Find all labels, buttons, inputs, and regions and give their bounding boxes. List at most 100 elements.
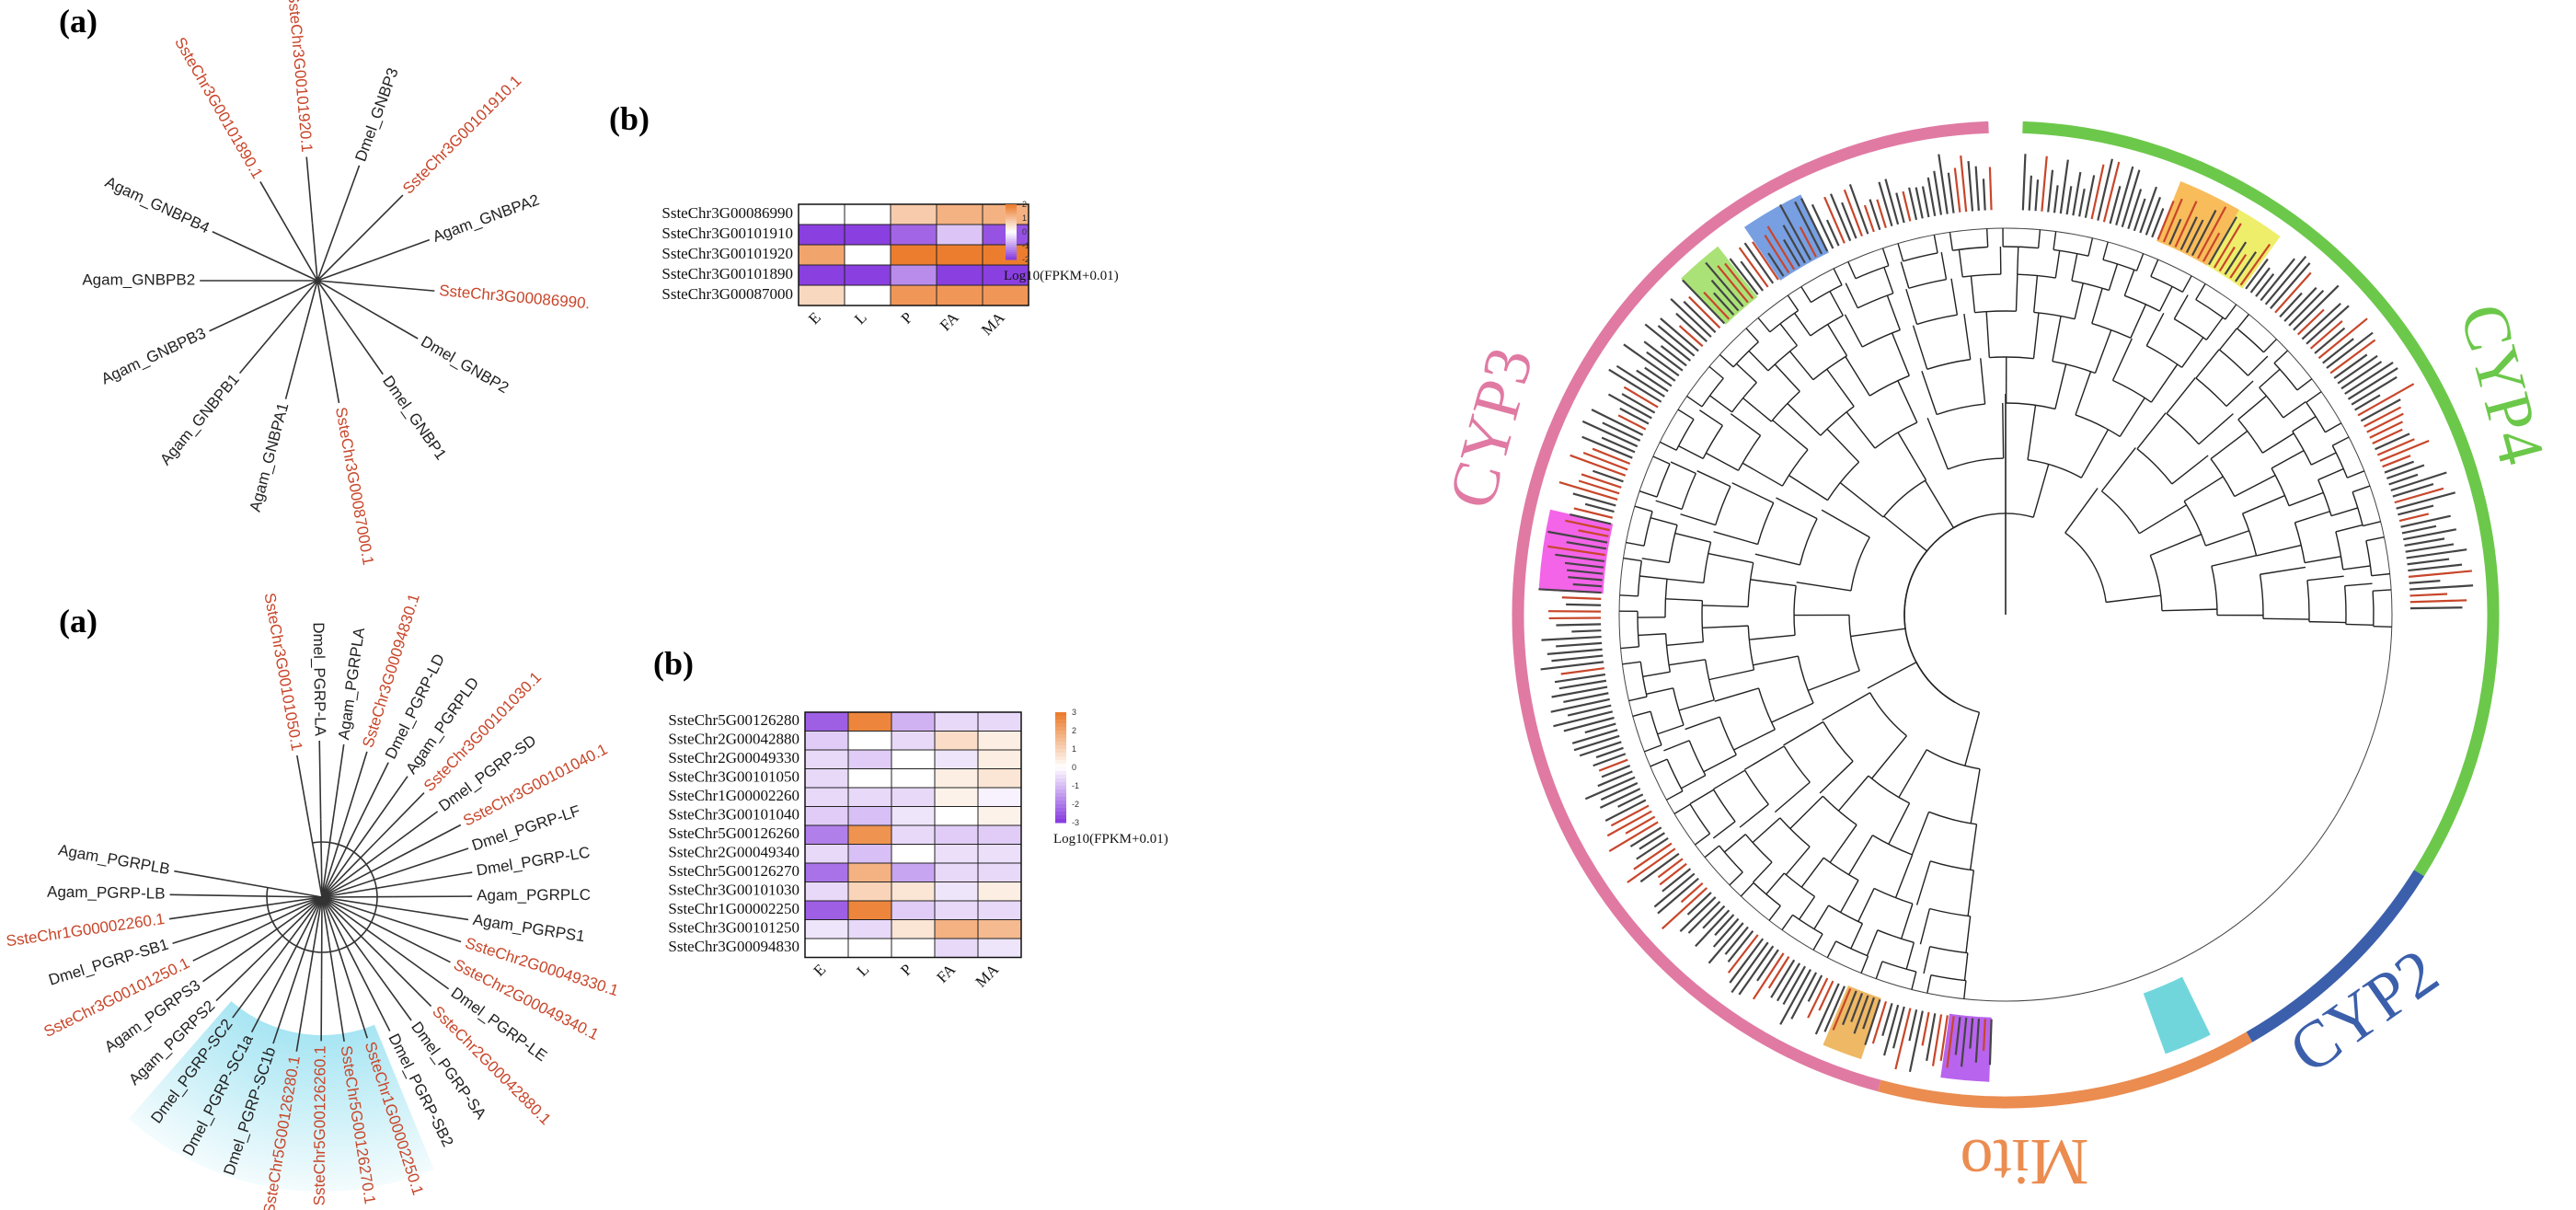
pgrp-hm-col-label: MA xyxy=(972,960,1003,990)
pgrp-hm-legend-swatch xyxy=(1055,808,1066,812)
pgrp-hm-cell xyxy=(804,824,849,845)
pgrp-branch xyxy=(382,957,432,1008)
pgrp-hm-cell xyxy=(804,806,849,826)
pgrp-leaf-label: Dmel_PGRP-LC xyxy=(475,844,591,880)
pgrp-hm-legend-swatch xyxy=(1055,712,1066,717)
gnbp-leaf-label: SsteChr3G00101920.1 xyxy=(284,0,316,153)
pgrp-branch xyxy=(250,971,284,1033)
pgrp-branch xyxy=(401,922,462,943)
gnbp-branch xyxy=(302,280,318,336)
pgrp-hm-legend-tick: -2 xyxy=(1072,800,1079,809)
pgrp-hm-legend-swatch xyxy=(1055,742,1066,746)
pgrp-hm-cell xyxy=(847,768,892,789)
gnbp-hm-legend-swatch xyxy=(1006,236,1017,238)
pgrp-branch xyxy=(374,792,425,845)
pgrp-hm-legend-swatch xyxy=(1055,789,1066,794)
pgrp-branch xyxy=(295,967,312,1052)
gnbp-hm-row-label: SsteChr3G00087000 xyxy=(661,285,793,303)
pgrp-hm-legend-swatch xyxy=(1055,812,1066,816)
pgrp-hm-legend-caption: Log10(FPKM+0.01) xyxy=(1053,832,1168,847)
gnbp-hm-legend-tick: -2 xyxy=(1022,255,1029,264)
pgrp-hm-cell xyxy=(891,862,936,882)
gnbp-hm-legend-swatch xyxy=(1006,210,1017,213)
pgrp-hm-legend-swatch xyxy=(1055,775,1066,779)
pgrp-branch xyxy=(385,943,450,990)
gnbp-hm-cell xyxy=(936,203,983,225)
pgrp-hm-cell xyxy=(891,768,936,789)
highlight-band xyxy=(1743,194,1829,281)
pgrp-hm-legend-swatch xyxy=(1055,760,1066,765)
gnbp-hm-legend-tick: 0 xyxy=(1022,227,1027,236)
pgrp-hm-cell xyxy=(847,787,892,807)
gnbp-leaf-label: Dmel_GNBP3 xyxy=(351,65,401,164)
pgrp-hm-col-label: L xyxy=(854,961,873,980)
pgrp-branch xyxy=(403,871,473,885)
gnbp-hm-row-label: SsteChr3G00086990 xyxy=(661,204,793,222)
pgrp-hm-legend-swatch xyxy=(1055,815,1066,820)
gnbp-leaf-label: SsteChr3G00086990.1 xyxy=(439,282,589,313)
pgrp-branch xyxy=(264,896,323,954)
gnbp-hm-legend-swatch xyxy=(1006,252,1017,255)
gnbp-hm-col-label: L xyxy=(851,308,870,328)
gnbp-leaf-label: Dmel_GNBP1 xyxy=(379,373,450,463)
pgrp-hm-row-label: SsteChr3G00101050 xyxy=(668,768,799,786)
pgrp-hm-legend-tick: 2 xyxy=(1072,726,1076,735)
pgrp-branch xyxy=(371,776,408,828)
pgrp-branch xyxy=(386,811,439,850)
cyp-inner-ring xyxy=(1618,227,2393,1002)
gnbp-expression-heatmap: SsteChr3G00086990SsteChr3G00101910SsteCh… xyxy=(661,200,1119,339)
pgrp-hm-cell xyxy=(847,900,892,920)
gnbp-leaf-label: SsteChr3G00101910.1 xyxy=(399,72,524,197)
pgrp-branch xyxy=(321,871,396,898)
pgrp-hm-row-label: SsteChr1G00002260 xyxy=(668,787,799,804)
gnbp-leaf-label: Agam_GNBPB2 xyxy=(82,271,195,288)
pgrp-branch xyxy=(169,893,246,897)
pgrp-hm-row-label: SsteChr3G00101030 xyxy=(668,882,799,899)
pgrp-hm-legend-tick: -3 xyxy=(1072,818,1079,827)
gnbp-hm-row-label: SsteChr3G00101910 xyxy=(661,225,793,242)
pgrp-hm-cell xyxy=(934,711,979,732)
pgrp-hm-legend-swatch xyxy=(1055,801,1066,805)
pgrp-branch xyxy=(174,870,241,884)
pgrp-hm-cell xyxy=(934,749,979,769)
pgrp-hm-cell xyxy=(891,711,936,732)
pgrp-branch xyxy=(235,896,323,911)
pgrp-branch xyxy=(348,980,368,1039)
pgrp-hm-legend-swatch xyxy=(1055,749,1066,754)
gnbp-hm-col-label: E xyxy=(805,308,824,328)
pgrp-panel-b-label: (b) xyxy=(653,645,694,682)
pgrp-hm-cell xyxy=(847,749,892,769)
gnbp-leaf-label: Agam_GNBPB3 xyxy=(98,324,208,387)
pgrp-leaf-label: Agam_PGRPLA xyxy=(335,626,368,741)
gnbp-hm-legend-caption: Log10(FPKM+0.01) xyxy=(1004,269,1119,283)
pgrp-hm-cell xyxy=(847,806,892,826)
pgrp-hm-legend-tick: 1 xyxy=(1072,744,1076,754)
pgrp-hm-cell xyxy=(847,731,892,751)
gnbp-hm-frame xyxy=(798,203,1029,306)
gnbp-leaf-label: Agam_GNBPA1 xyxy=(247,401,293,513)
gnbp-hm-cell xyxy=(890,264,937,286)
pgrp-hm-legend-tick: 3 xyxy=(1072,708,1076,717)
pgrp-hm-cell xyxy=(891,731,936,751)
pgrp-branch xyxy=(321,825,358,898)
gnbp-hm-legend-swatch xyxy=(1006,204,1017,207)
pgrp-branch xyxy=(321,896,384,959)
gnbp-branch xyxy=(212,231,262,256)
cyp-branches xyxy=(1619,228,2392,999)
pgrp-branch xyxy=(240,882,323,898)
pgrp-branch xyxy=(358,969,391,1031)
gnbp-hm-row-label: SsteChr3G00101890 xyxy=(661,265,793,282)
gnbp-hm-legend-swatch xyxy=(1006,219,1017,222)
gnbp-hm-legend-swatch xyxy=(1006,221,1017,224)
pgrp-branch xyxy=(342,751,368,828)
gnbp-hm-col-label: FA xyxy=(937,308,962,334)
pgrp-hm-cell xyxy=(977,731,1022,751)
gnbp-branch xyxy=(260,253,318,282)
pgrp-branch xyxy=(215,951,266,1002)
pgrp-hm-legend-swatch xyxy=(1055,778,1066,783)
pgrp-branch xyxy=(321,826,373,898)
pgrp-hm-col-label: FA xyxy=(933,960,959,985)
